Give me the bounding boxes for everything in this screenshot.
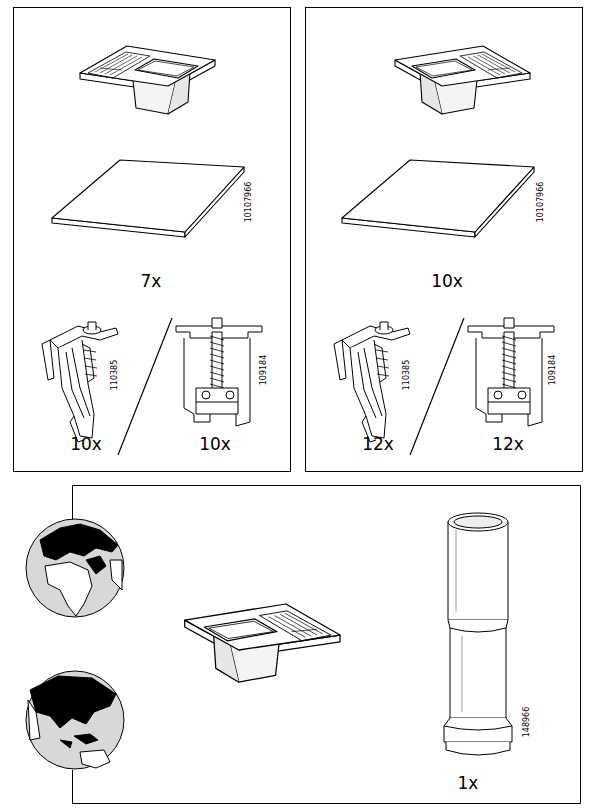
globe-asia: [26, 671, 124, 769]
pipe-extension: [444, 726, 512, 730]
panel-frames: [14, 8, 583, 804]
globe-asia: [60, 734, 98, 748]
globe-europe: [26, 519, 124, 617]
panel-frames: [118, 318, 464, 455]
globe-europe: [45, 562, 92, 616]
quantity-label: 1x: [458, 775, 479, 792]
pipe-extension: [448, 522, 508, 620]
clip-screw-2: [468, 318, 554, 426]
pipe-extension: [454, 516, 502, 528]
sink-panel-1: [80, 46, 215, 114]
board-panel-2: [342, 160, 534, 237]
globe-asia: [28, 700, 40, 740]
pipe-extension: [448, 620, 508, 718]
clip-screw-1: [176, 318, 262, 426]
part-number: 10107966: [537, 182, 545, 223]
pipe-extension: [444, 513, 512, 755]
quantity-label: 7x: [141, 273, 162, 290]
quantity-label: 10x: [431, 273, 463, 290]
clip-spring-2: [334, 322, 410, 442]
panel-frames: [306, 8, 583, 472]
globe-europe: [86, 556, 106, 574]
sink-panel-2: [395, 46, 530, 114]
board-panel-1: [52, 160, 244, 237]
pipe-extension: [446, 742, 510, 755]
clip-spring-2: [334, 322, 410, 442]
panel-frames: [14, 8, 291, 472]
globe-asia: [80, 750, 110, 768]
pipe-extension: [450, 628, 506, 632]
board-panel-1: [52, 160, 244, 237]
quantity-label: 10x: [70, 436, 102, 453]
part-number: 109184: [260, 355, 268, 386]
part-number: 10107966: [245, 182, 253, 223]
part-number: 109184: [549, 355, 557, 386]
clip-spring-1: [42, 322, 118, 442]
globe-europe: [26, 519, 124, 617]
globe-europe: [110, 560, 122, 590]
globe-asia: [26, 671, 124, 769]
globe-europe: [40, 524, 118, 560]
panel-frames: [73, 486, 581, 804]
part-number: 110385: [111, 360, 119, 391]
sink-panel-1: [80, 46, 215, 114]
clip-spring-1: [42, 322, 118, 442]
sink-bottom: [185, 604, 340, 682]
pipe-extension: [448, 513, 508, 531]
sink-panel-2: [395, 46, 530, 114]
quantity-label: 12x: [492, 436, 524, 453]
quantity-label: 10x: [199, 436, 231, 453]
board-panel-2: [342, 160, 534, 237]
part-number: 110385: [403, 360, 411, 391]
pipe-extension: [444, 718, 512, 742]
quantity-label: 12x: [362, 436, 394, 453]
clip-screw-1: [176, 318, 262, 426]
pipe-extension: [456, 530, 462, 712]
sink-bottom: [185, 604, 340, 682]
part-number: 148966: [523, 707, 531, 738]
clip-screw-2: [468, 318, 554, 426]
globe-asia: [30, 676, 116, 728]
